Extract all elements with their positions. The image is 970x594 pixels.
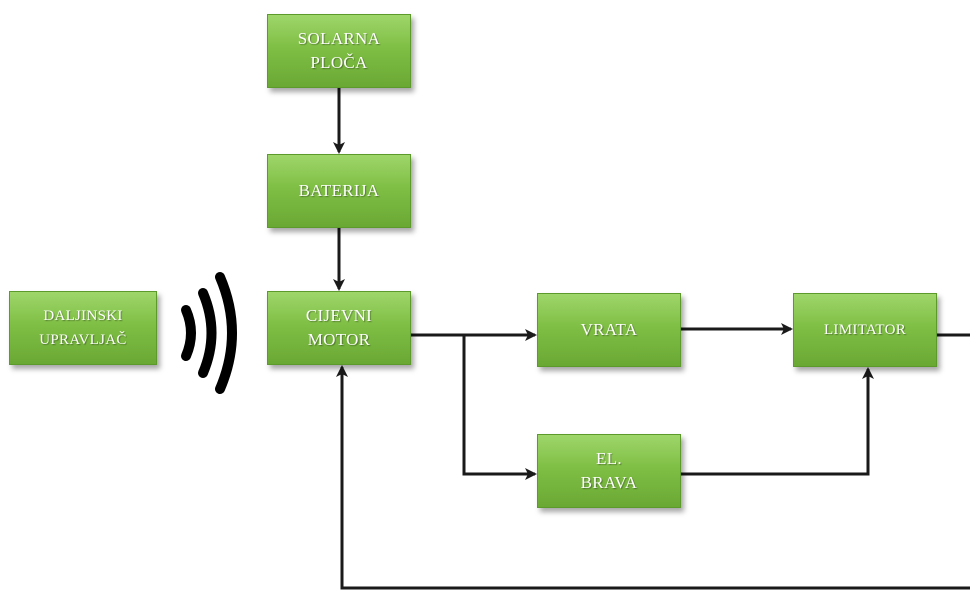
battery-block: BATERIJA xyxy=(267,154,411,228)
door-label: VRATA xyxy=(580,320,638,339)
solar-panel-label-line2: PLOČA xyxy=(310,53,368,72)
arrow-motor-to-lock xyxy=(462,335,537,480)
electric-lock-label-line1: EL. xyxy=(596,449,622,468)
limiter-block: LIMITATOR xyxy=(793,293,937,367)
remote-control-label-line1: DALJINSKI xyxy=(43,308,123,324)
remote-control-label-line2: UPRAVLJAČ xyxy=(39,332,127,348)
electric-lock-block: EL. BRAVA xyxy=(537,434,681,508)
wireless-signal-icon xyxy=(181,272,237,394)
battery-label: BATERIJA xyxy=(298,181,380,200)
tubular-motor-label-line1: CIJEVNI xyxy=(305,306,373,325)
solar-panel-block: SOLARNA PLOČA xyxy=(267,14,411,88)
tubular-motor-block: CIJEVNI MOTOR xyxy=(267,291,411,365)
limiter-label: LIMITATOR xyxy=(823,322,907,338)
arrow-lock-to-limiter xyxy=(681,367,874,476)
remote-control-block: DALJINSKI UPRAVLJAČ xyxy=(9,291,157,365)
tubular-motor-label-line2: MOTOR xyxy=(307,330,371,349)
solar-panel-label-line1: SOLARNA xyxy=(297,29,381,48)
door-block: VRATA xyxy=(537,293,681,367)
arrow-feedback-to-motor xyxy=(336,365,970,590)
electric-lock-label-line2: BRAVA xyxy=(580,473,638,492)
